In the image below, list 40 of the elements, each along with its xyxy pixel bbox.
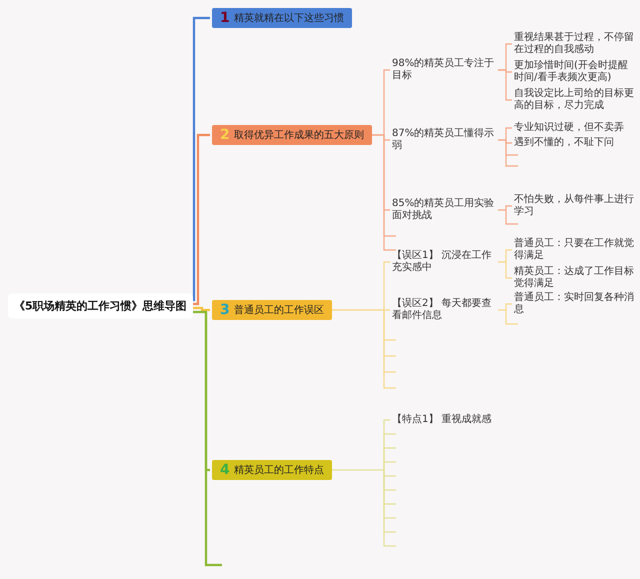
branch-line	[192, 16, 210, 302]
subtopic-text: 【特点1】 重视成就感	[392, 414, 532, 426]
branch-line	[498, 69, 512, 101]
branch-line	[498, 303, 512, 311]
subtopic-text: 普通员工：实时回复各种消息	[514, 292, 636, 316]
subtopic-text: 87%的精英员工懂得示弱	[392, 128, 498, 152]
subtopic-text: 不怕失败，从每件事上进行学习	[514, 194, 636, 218]
subtopic-text: 重视结果甚于过程，不停留在过程的自我感动	[514, 32, 636, 56]
subtopic-text: 更加珍惜时间(开会时提醒时间/看手表频次更高)	[514, 60, 636, 84]
branch-line	[332, 309, 390, 311]
main-topic-box	[212, 460, 332, 480]
subtopic-text: 【误区1】 沉浸在工作充实感中	[392, 250, 498, 274]
topic-number: 4	[220, 462, 230, 478]
topic-label: 精英员工的工作特点	[234, 464, 324, 477]
subtopic-text: 普通员工：只要在工作就觉得满足	[514, 238, 636, 262]
subtopic-text: 精英员工：达成了工作目标觉得满足	[514, 266, 636, 290]
branch-line	[498, 261, 512, 279]
branch-line	[372, 134, 390, 211]
topic-label: 取得优异工作成果的五大原则	[234, 128, 364, 142]
main-topic-box	[212, 8, 352, 28]
subtopic-text: 85%的精英员工用实验面对挑战	[392, 198, 498, 222]
topic-label: 精英就精在以下这些习惯	[234, 12, 344, 25]
topic-number: 3	[220, 302, 230, 318]
subtopic-text: 98%的精英员工专注于目标	[392, 58, 498, 82]
main-topic-box	[212, 300, 332, 320]
branch-line	[498, 205, 512, 211]
branch-line	[498, 139, 512, 144]
root-topic: 《5职场精英的工作习惯》思维导图	[8, 294, 193, 318]
branch-line	[192, 310, 210, 472]
subtopic-text: 遇到不懂的，不耻下问	[514, 137, 636, 149]
topic-number: 2	[220, 127, 230, 143]
main-topic-box	[212, 125, 372, 145]
branch-line	[192, 134, 210, 306]
branch-line	[332, 419, 390, 471]
subtopic-text: 专业知识过硬，但不卖弄	[514, 122, 636, 134]
subtopic-text: 【误区2】 每天都要查看邮件信息	[392, 298, 498, 322]
topic-number: 1	[220, 10, 230, 26]
subtopic-text: 自我设定比上司给的目标更高的目标，尽力完成	[514, 88, 636, 112]
branch-line	[192, 306, 210, 312]
topic-label: 普通员工的工作误区	[234, 304, 324, 317]
